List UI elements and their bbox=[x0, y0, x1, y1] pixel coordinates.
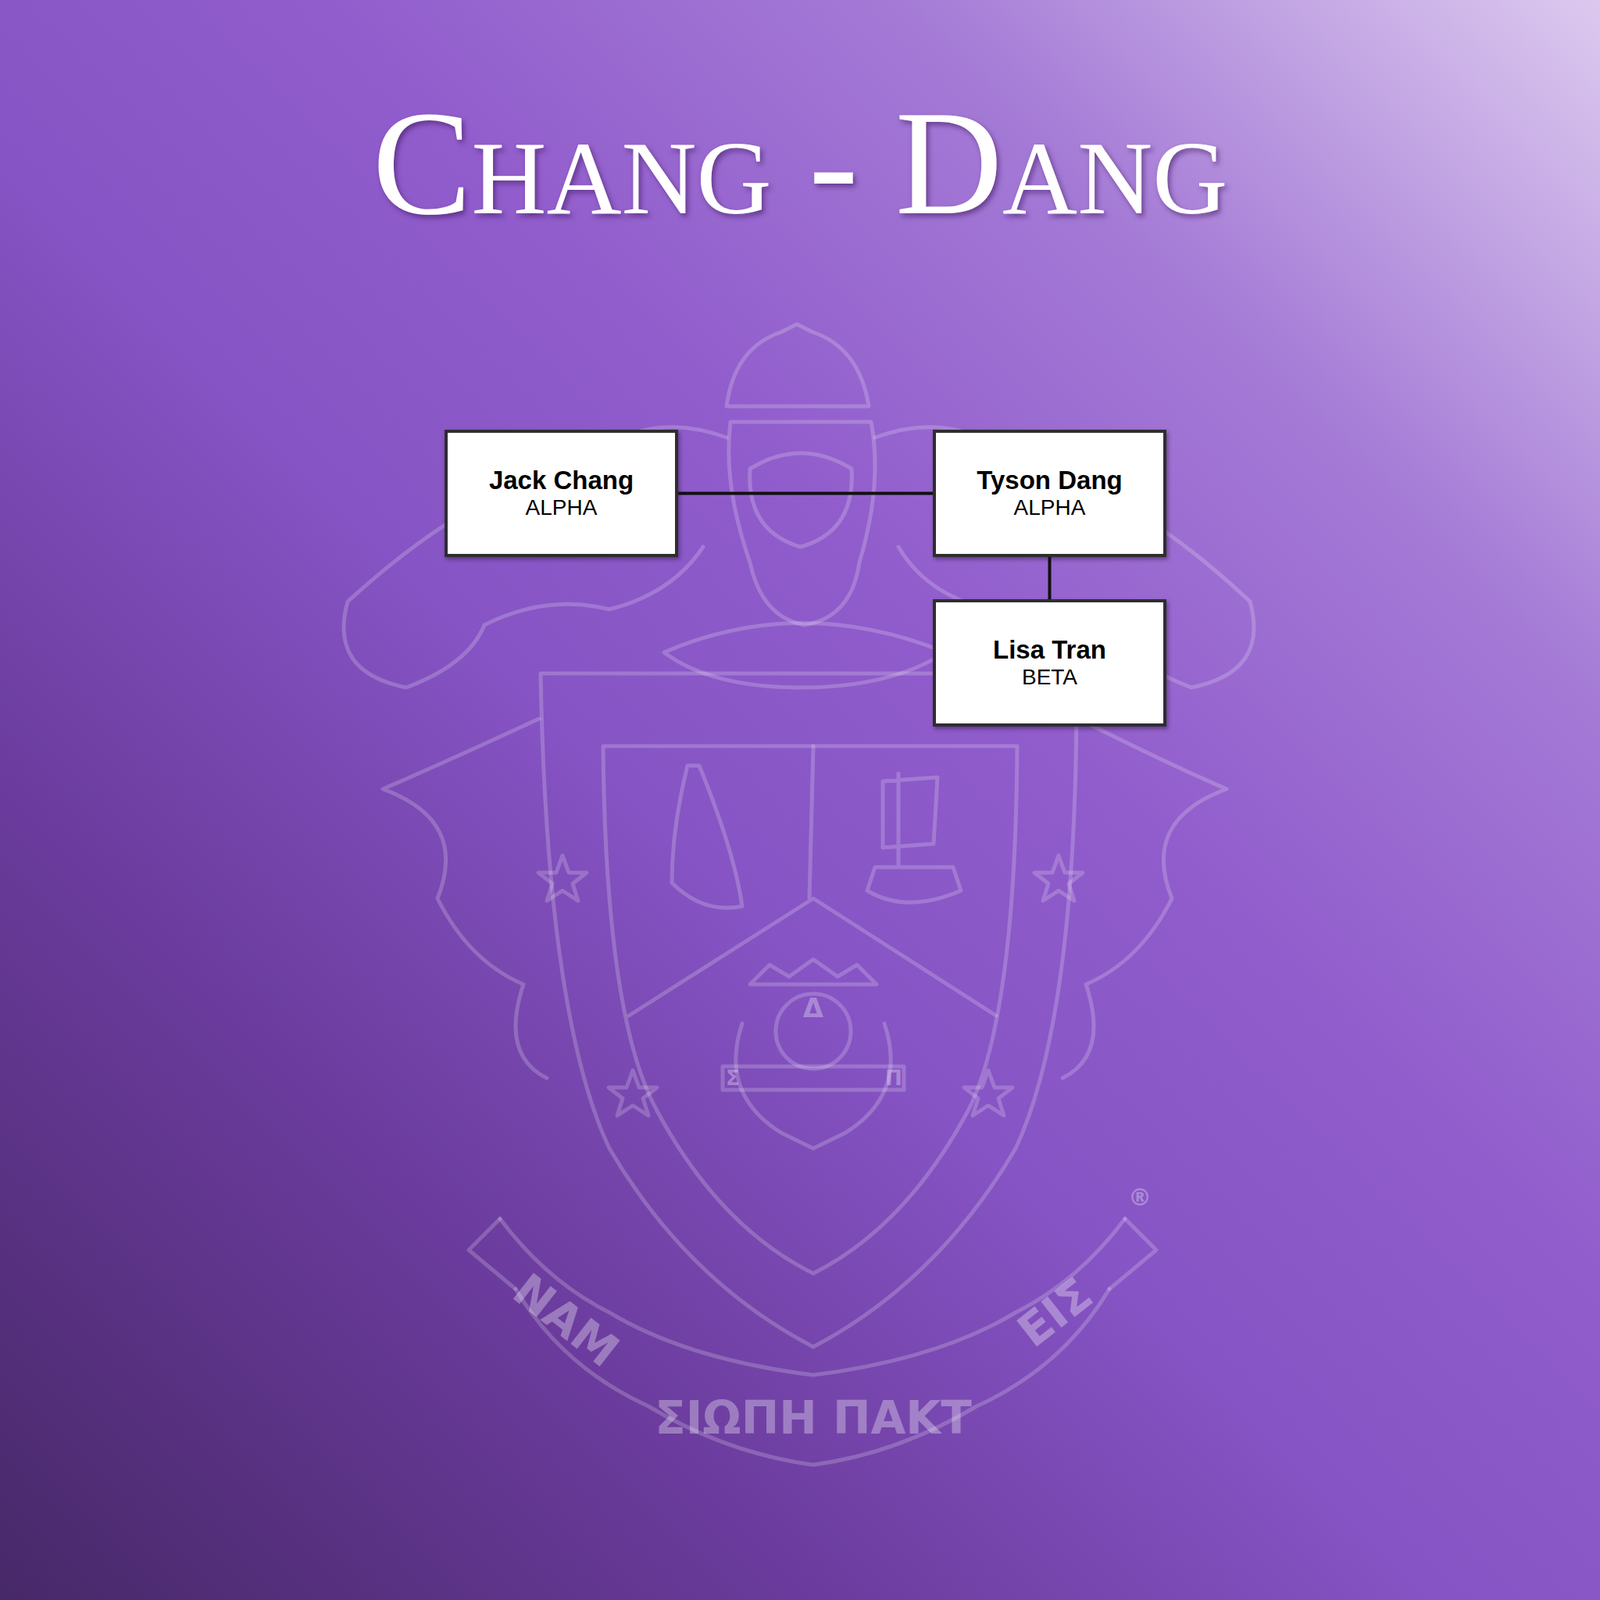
crest-lettering: Σ bbox=[725, 1066, 740, 1090]
member-class: ALPHA bbox=[525, 495, 598, 521]
star bbox=[608, 1070, 658, 1116]
bone bbox=[722, 1066, 904, 1090]
member-name: Lisa Tran bbox=[992, 635, 1107, 665]
mantling-right-low bbox=[1062, 718, 1227, 1079]
cornucopia bbox=[671, 765, 743, 908]
star bbox=[964, 1070, 1013, 1116]
member-box: Tyson DangALPHA bbox=[932, 429, 1167, 558]
title-text: Chang - Dang bbox=[372, 81, 1229, 246]
shield-inner bbox=[603, 746, 1018, 1274]
member-box: Jack ChangALPHA bbox=[444, 429, 679, 558]
crest-lettering: ΣΙΩΠΗ ΠΑΚΤ bbox=[654, 1391, 972, 1445]
lineage-line bbox=[678, 492, 933, 496]
shield-outer bbox=[540, 673, 1077, 1347]
member-class: ALPHA bbox=[1014, 495, 1086, 521]
member-name: Jack Chang bbox=[489, 465, 634, 496]
mantling-left bbox=[343, 427, 727, 688]
member-class: BETA bbox=[1021, 664, 1078, 690]
lineage-line bbox=[1048, 557, 1052, 600]
member-name: Tyson Dang bbox=[976, 465, 1122, 496]
crest-lettering: ΝΑΜ bbox=[503, 1263, 630, 1379]
helmet bbox=[728, 421, 875, 625]
crest-lettering: ® bbox=[1128, 1183, 1152, 1211]
visor bbox=[750, 453, 853, 547]
member-box: Lisa TranBETA bbox=[932, 599, 1167, 727]
crown bbox=[726, 324, 869, 407]
wreath bbox=[735, 1023, 891, 1149]
mantling-left-low bbox=[382, 718, 547, 1079]
crest-lettering: ΕΙΣ bbox=[1007, 1267, 1102, 1358]
helmet-base bbox=[664, 623, 946, 689]
skull-crown bbox=[750, 959, 877, 985]
crest-lettering: Δ bbox=[803, 992, 824, 1024]
ship bbox=[867, 773, 961, 903]
ribbon-ends bbox=[468, 1218, 1157, 1290]
shield-divisions bbox=[628, 746, 997, 1016]
tree-title: Chang - Dang bbox=[0, 82, 1600, 246]
star bbox=[1034, 855, 1083, 901]
star bbox=[538, 855, 587, 901]
crest-lettering: Π bbox=[885, 1066, 903, 1090]
mantling-right bbox=[875, 427, 1254, 688]
